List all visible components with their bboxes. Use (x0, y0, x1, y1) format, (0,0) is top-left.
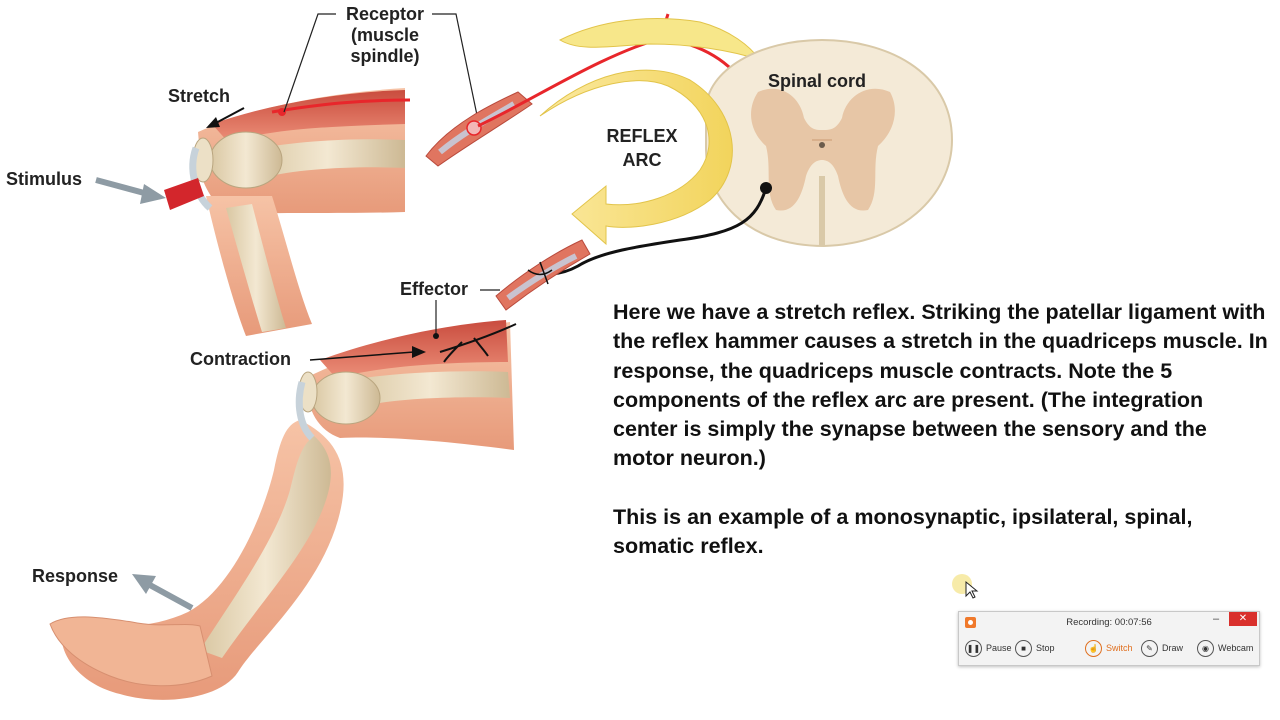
pause-icon: ❚❚ (965, 639, 982, 657)
recording-status: Recording: 00:07:56 (1066, 617, 1152, 628)
stretch-arrowhead (206, 117, 220, 128)
spinal-cord (705, 38, 954, 248)
hand-pointer-icon: ☝ (1085, 639, 1102, 657)
effector-muscle (495, 239, 591, 311)
stimulus-arrowhead (140, 184, 166, 204)
receptor-leader-left (283, 13, 336, 113)
caption-paragraph-2: This is an example of a monosynaptic, ip… (613, 504, 1193, 559)
lower-tibia (200, 436, 331, 658)
upper-leg (164, 88, 411, 336)
spinal-cord-label: Spinal cord (768, 71, 867, 91)
caption-paragraph-1: Here we have a stretch reflex. Striking … (613, 300, 1268, 471)
stop-label: Stop (1036, 643, 1055, 653)
effector-dot (433, 333, 439, 339)
contraction-arrowhead (412, 346, 426, 358)
lower-leg (49, 320, 517, 700)
recorder-logo-icon (965, 617, 976, 628)
webcam-label: Webcam (1218, 643, 1254, 653)
mouse-cursor (965, 580, 979, 599)
contraction-arrow (309, 351, 415, 361)
lower-motor-fiber (439, 323, 517, 363)
webcam-button[interactable]: ◉ Webcam (1197, 638, 1253, 658)
pencil-icon: ✎ (1141, 639, 1158, 657)
switch-button[interactable]: ☝ Switch (1085, 638, 1133, 658)
response-arrow (146, 581, 194, 611)
pause-label: Pause (986, 643, 1012, 653)
effector-label: Effector (400, 279, 469, 299)
upper-tibia (226, 204, 286, 332)
stretch-label: Stretch (168, 86, 231, 106)
reflex-hammer-head (164, 178, 204, 210)
draw-label: Draw (1162, 643, 1184, 653)
foot (49, 616, 213, 687)
muscle-spindle (425, 91, 533, 167)
contraction-label: Contraction (190, 349, 291, 369)
pause-button[interactable]: ❚❚ Pause (965, 638, 1012, 658)
lower-patellar-ligament (295, 381, 315, 441)
upper-knee-condyle (209, 131, 283, 189)
upper-spindle-dot (278, 108, 286, 116)
upper-femur (250, 139, 405, 178)
slide-caption: Here we have a stretch reflex. Striking … (613, 298, 1273, 561)
stretch-arrow (213, 107, 245, 125)
response-arrowhead (132, 574, 156, 594)
recording-toolbar[interactable]: Recording: 00:07:56 – ✕ ❚❚ Pause ■ Stop … (958, 611, 1260, 666)
receptor-leader-right (432, 13, 479, 121)
dorsal-root (558, 18, 762, 61)
lower-femur (350, 371, 510, 406)
stimulus-arrow (95, 177, 149, 197)
reflex-arc-arrow (539, 69, 733, 246)
draw-button[interactable]: ✎ Draw (1141, 638, 1183, 658)
stop-button[interactable]: ■ Stop (1015, 638, 1055, 658)
response-label: Response (32, 566, 119, 586)
stimulus-label: Stimulus (6, 169, 83, 189)
switch-label: Switch (1106, 643, 1133, 653)
lower-knee-condyle (311, 371, 381, 425)
webcam-icon: ◉ (1197, 639, 1214, 657)
stop-icon: ■ (1015, 639, 1032, 657)
upper-sensory-fiber (271, 98, 411, 114)
close-button[interactable]: ✕ (1229, 612, 1257, 626)
minimize-button[interactable]: – (1212, 613, 1220, 625)
